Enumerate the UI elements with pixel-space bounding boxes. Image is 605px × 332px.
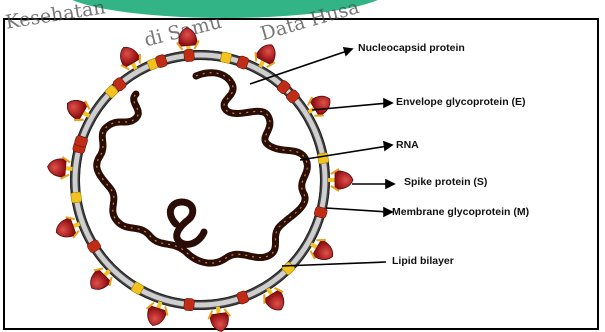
label-rna: RNA: [396, 139, 419, 151]
membrane-glycoprotein: [184, 49, 195, 62]
arrowhead-icon: [384, 208, 392, 216]
spike-head: [63, 96, 88, 121]
spike-head: [255, 41, 280, 65]
arrowhead-icon: [344, 48, 352, 55]
spike-protein: [47, 156, 74, 180]
spike-head: [335, 171, 353, 189]
envelope-block: [71, 192, 82, 203]
spike-head: [264, 290, 289, 315]
label-lipid-bilayer: Lipid bilayer: [392, 255, 454, 267]
spike-head: [312, 240, 337, 265]
spike-head: [310, 91, 335, 116]
membrane-block: [184, 298, 195, 311]
envelope-block: [220, 52, 232, 64]
label-spike-protein: Spike protein (S): [404, 176, 487, 188]
label-membrane-glycoprotein: Membrane glycoprotein (M): [392, 206, 529, 218]
arrowhead-icon: [384, 99, 392, 107]
label-envelope-glycoprotein: Envelope glycoprotein (E): [396, 96, 526, 108]
membrane-block: [184, 49, 195, 62]
envelope-glycoprotein: [317, 153, 329, 165]
envelope-glycoprotein: [220, 52, 232, 64]
envelope-glycoprotein: [71, 192, 82, 203]
arrowhead-icon: [384, 142, 392, 150]
arrowhead-icon: [386, 180, 394, 188]
pointer-membrane: [326, 208, 388, 212]
spike-head: [178, 27, 198, 47]
membrane-glycoprotein: [184, 298, 195, 311]
envelope-block: [317, 153, 329, 165]
label-nucleocapsid-protein: Nucleocapsid protein: [358, 42, 465, 54]
spike-head: [47, 158, 67, 178]
spike-head: [116, 43, 141, 68]
pointer-rna: [300, 146, 388, 160]
spike-protein: [328, 169, 353, 191]
rna-strand: [97, 73, 308, 263]
spike-head: [210, 312, 231, 332]
